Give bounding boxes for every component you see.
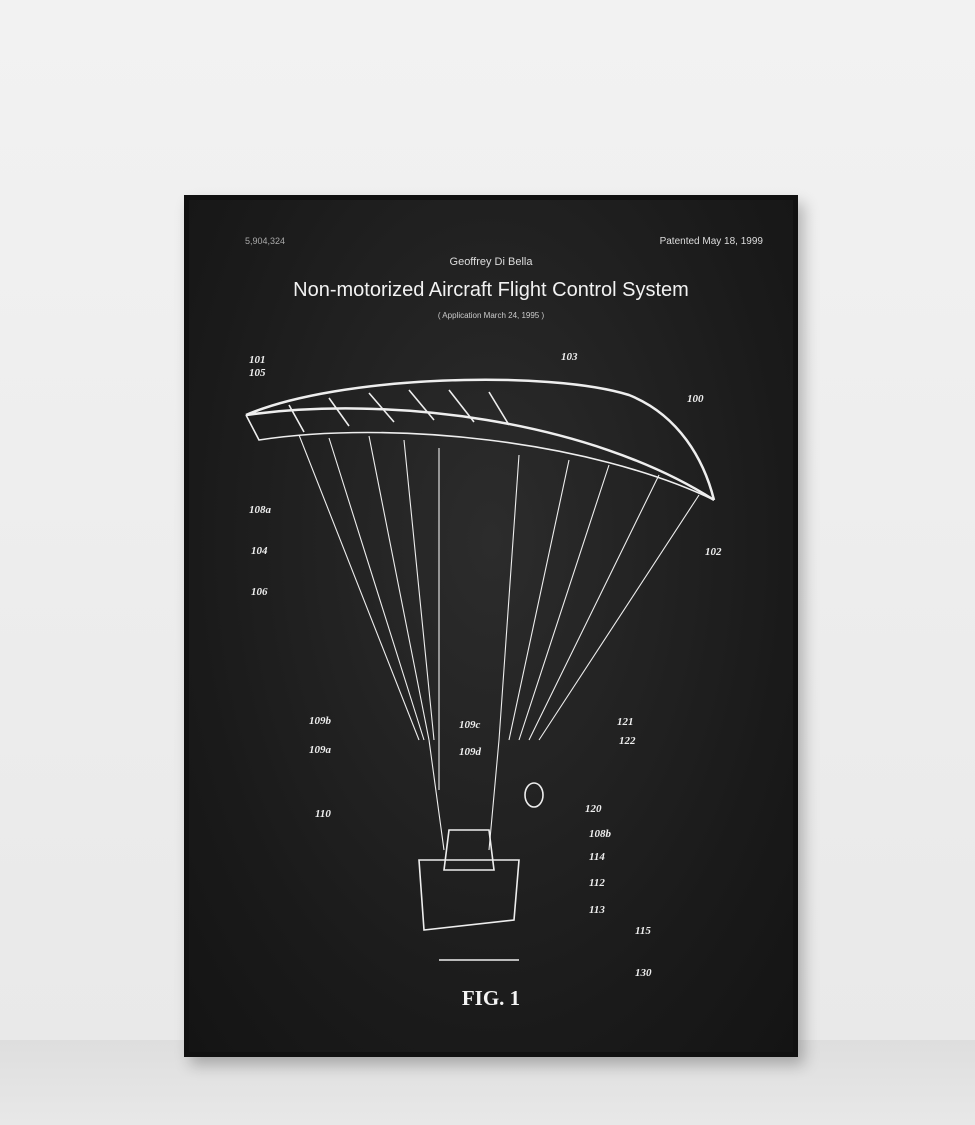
poster-frame: 5,904,324 Patented May 18, 1999 Geoffrey… (184, 195, 798, 1057)
patent-number: 5,904,324 (245, 236, 286, 246)
label-113: 113 (589, 904, 605, 916)
label-109c: 109c (459, 719, 481, 731)
label-106: 106 (251, 586, 268, 598)
label-108a: 108a (249, 504, 272, 516)
label-101: 101 (249, 354, 266, 366)
label-109b: 109b (309, 715, 332, 727)
parachute-drawing: 101 105 103 100 108a 104 102 106 109b 10… (245, 351, 722, 979)
label-109d: 109d (459, 746, 482, 758)
label-115: 115 (635, 925, 651, 937)
label-109a: 109a (309, 744, 332, 756)
harness-seat (418, 782, 544, 961)
suspension-lines (298, 434, 700, 851)
reference-labels: 101 105 103 100 108a 104 102 106 109b 10… (249, 351, 722, 979)
label-122: 122 (619, 735, 636, 747)
label-114: 114 (589, 851, 605, 863)
label-102: 102 (705, 546, 722, 558)
label-108b: 108b (589, 828, 612, 840)
figure-label: FIG. 1 (461, 986, 521, 1010)
label-112: 112 (589, 877, 605, 889)
canopy (245, 378, 716, 502)
application-date: ( Application March 24, 1995 ) (437, 311, 545, 320)
label-121: 121 (617, 716, 634, 728)
label-130: 130 (635, 967, 652, 979)
label-120: 120 (585, 803, 602, 815)
label-104: 104 (251, 545, 268, 557)
patent-poster: 5,904,324 Patented May 18, 1999 Geoffrey… (189, 200, 793, 1052)
label-105: 105 (249, 367, 266, 379)
patented-date: Patented May 18, 1999 (659, 236, 763, 247)
label-100: 100 (687, 393, 704, 405)
inventor-name: Geoffrey Di Bella (449, 256, 533, 268)
label-103: 103 (561, 351, 578, 363)
poster-title: Non-motorized Aircraft Flight Control Sy… (293, 279, 689, 301)
label-110: 110 (315, 808, 331, 820)
